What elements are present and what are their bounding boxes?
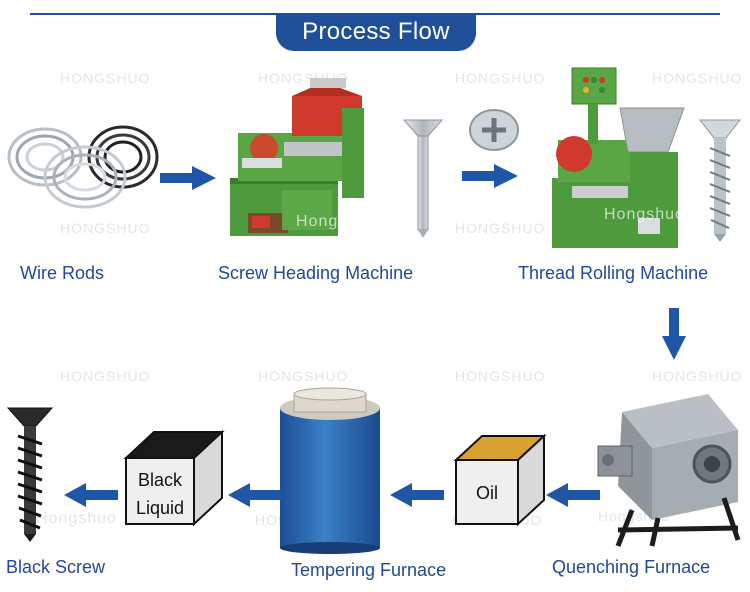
watermark: Hongshuo [604,206,685,224]
page-title: Process Flow [302,18,450,46]
arrow-left-icon [64,483,118,507]
watermark: HONGSHUO [258,368,348,384]
screw-blank-icon [404,116,444,240]
step-label-thread-rolling: Thread Rolling Machine [518,263,708,284]
black-screw-icon [8,404,54,544]
step-label-quenching: Quenching Furnace [552,557,710,578]
oil-tank-icon [450,432,550,528]
step-label-screw-heading: Screw Heading Machine [218,263,413,284]
step-label-tempering: Tempering Furnace [291,560,446,581]
watermark: HONGSHUO [455,220,545,236]
arrow-down-icon [662,308,686,360]
tempering-furnace-icon [276,392,386,554]
watermark: HONGSHUO [60,70,150,86]
oil-label: Oil [456,483,518,504]
quenching-furnace-icon [588,390,748,550]
watermark: HONGSHUO [455,368,545,384]
watermark: Hongshuo [296,213,377,231]
arrow-left-icon [546,483,600,507]
black-liquid-label-line2: Liquid [126,494,194,522]
arrow-left-icon [228,483,282,507]
step-label-wire-rods: Wire Rods [20,263,104,284]
step-label-black-screw: Black Screw [6,557,105,578]
black-liquid-label-line1: Black [126,466,194,494]
arrow-left-icon [390,483,444,507]
arrow-right-icon [160,166,218,190]
watermark: HONGSHUO [652,368,742,384]
watermark: HONGSHUO [455,70,545,86]
header-tab: Process Flow [276,13,476,51]
threaded-screw-icon [700,116,742,244]
screw-head-icon [468,108,520,152]
wire-rods-icon [5,115,165,215]
watermark: HONGSHUO [60,220,150,236]
watermark: HONGSHUO [60,368,150,384]
black-liquid-label: Black Liquid [126,466,194,522]
arrow-right-icon [462,164,520,188]
